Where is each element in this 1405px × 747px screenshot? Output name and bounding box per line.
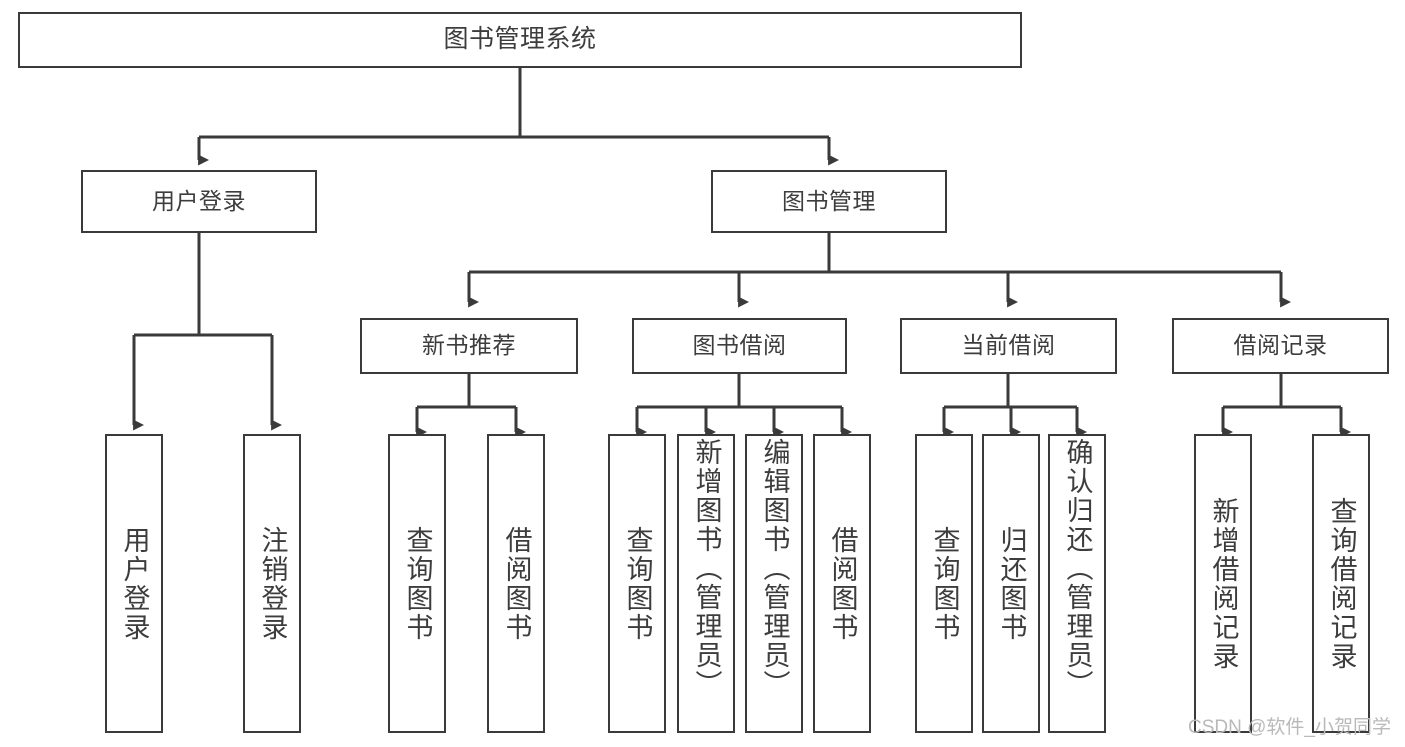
node-label: 用户登录 [119,525,150,642]
node-label: 查询借阅记录 [1326,496,1357,671]
node-root-system[interactable]: 图书管理系统 [18,12,1022,68]
node-label: 注销登录 [257,525,288,642]
leaf-add-book-admin[interactable]: 新增图书（管理员） [677,434,735,733]
node-label: 编辑图书（管理员） [759,438,790,699]
node-label: 查询图书 [622,525,653,642]
node-new-book-recommend[interactable]: 新书推荐 [360,318,578,374]
node-user-login[interactable]: 用户登录 [81,170,317,233]
node-book-borrow[interactable]: 图书借阅 [632,318,847,374]
node-label: 新书推荐 [422,332,516,359]
leaf-add-borrow-record[interactable]: 新增借阅记录 [1194,434,1252,733]
leaf-query-borrow-record[interactable]: 查询借阅记录 [1312,434,1370,733]
node-label: 图书借阅 [692,332,787,359]
leaf-borrow-book[interactable]: 借阅图书 [813,434,871,733]
watermark-text: CSDN @软件_小贺同学 [1188,717,1391,738]
leaf-query-book-recommend[interactable]: 查询图书 [388,434,446,733]
node-label: 确认归还（管理员） [1062,438,1093,699]
leaf-query-book-current[interactable]: 查询图书 [915,434,973,733]
leaf-confirm-return-admin[interactable]: 确认归还（管理员） [1048,434,1106,733]
node-label: 图书管理 [782,187,876,214]
leaf-query-book-borrow[interactable]: 查询图书 [608,434,666,733]
node-book-management[interactable]: 图书管理 [711,170,947,233]
node-label: 新增借阅记录 [1208,496,1239,671]
leaf-borrow-book-recommend[interactable]: 借阅图书 [487,434,545,733]
node-label: 用户登录 [152,187,246,214]
leaf-user-login[interactable]: 用户登录 [105,434,163,733]
node-label: 归还图书 [996,525,1027,642]
node-label: 新增图书（管理员） [691,438,722,699]
node-label: 借阅图书 [827,525,858,642]
node-label: 借阅图书 [501,525,532,642]
node-label: 图书管理系统 [443,25,597,54]
leaf-logout[interactable]: 注销登录 [243,434,301,733]
node-borrow-record[interactable]: 借阅记录 [1172,318,1389,374]
leaf-edit-book-admin[interactable]: 编辑图书（管理员） [745,434,803,733]
node-label: 查询图书 [402,525,433,642]
leaf-return-book[interactable]: 归还图书 [982,434,1040,733]
node-label: 查询图书 [929,525,960,642]
node-current-borrow[interactable]: 当前借阅 [900,318,1117,374]
node-label: 借阅记录 [1233,332,1328,359]
node-label: 当前借阅 [961,332,1056,359]
